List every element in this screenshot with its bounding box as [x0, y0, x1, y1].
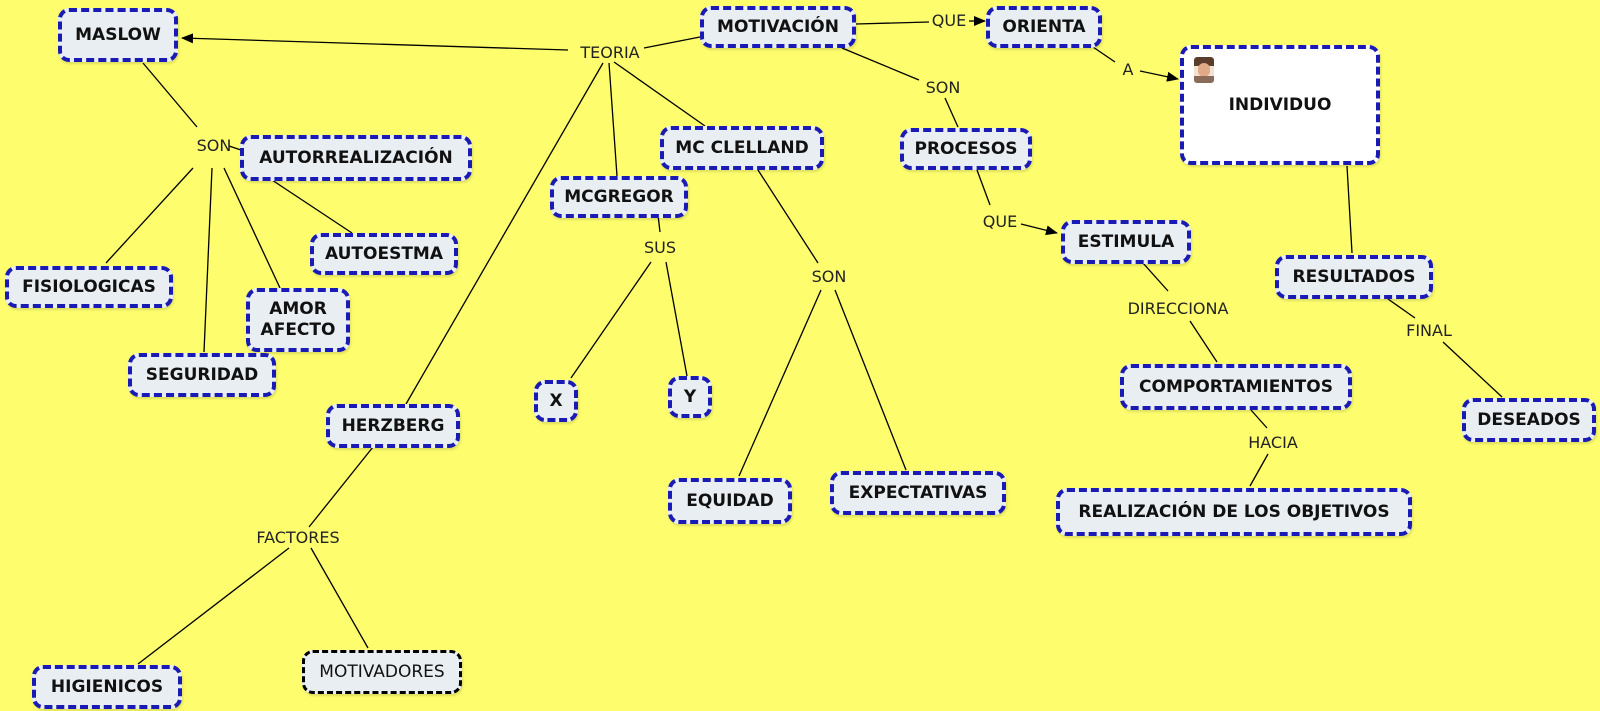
node-procesos[interactable]: PROCESOS	[900, 128, 1032, 170]
link-que-orienta: QUE	[931, 11, 967, 30]
edge-resultados-final	[1387, 298, 1416, 319]
edge-son-equidad	[738, 289, 822, 477]
node-individuo[interactable]: INDIVIDUO	[1180, 45, 1380, 165]
edge-son-procesos	[944, 97, 959, 128]
node-equidad[interactable]: EQUIDAD	[668, 478, 792, 524]
edge-teoria-mcclelland	[613, 61, 706, 127]
edge-final-deseados	[1442, 341, 1503, 398]
edge-a-individuo	[1139, 70, 1179, 82]
node-motivacion[interactable]: MOTIVACIÓN	[700, 6, 856, 48]
edge-son-seguridad	[203, 167, 213, 353]
edge-autorrealizacion-autoestma	[271, 179, 353, 234]
edge-sus-x	[570, 261, 652, 379]
node-comportamientos[interactable]: COMPORTAMIENTOS	[1120, 364, 1352, 410]
edge-son-fisiologicas	[105, 167, 194, 264]
node-seguridad[interactable]: SEGURIDAD	[128, 353, 276, 397]
edge-herzberg-factores	[308, 446, 374, 528]
node-orienta[interactable]: ORIENTA	[986, 6, 1102, 48]
edge-individuo-resultados	[1346, 165, 1353, 254]
edge-que-estimula	[1020, 223, 1058, 236]
edge-motivacion-teoria	[643, 36, 701, 49]
edge-mcclelland-son	[757, 169, 819, 264]
edge-comportamientos-hacia	[1250, 409, 1268, 429]
link-son-maslow: SON	[196, 136, 232, 155]
edge-teoria-herzberg	[405, 62, 604, 405]
link-hacia: HACIA	[1248, 433, 1298, 452]
link-son-motivacion: SON	[925, 78, 961, 97]
link-que-procesos: QUE	[982, 212, 1018, 231]
node-estimula[interactable]: ESTIMULA	[1061, 220, 1191, 264]
edge-maslow-son	[142, 62, 198, 128]
edge-direcciona-comportamientos	[1189, 320, 1218, 363]
node-deseados[interactable]: DESEADOS	[1462, 398, 1596, 442]
node-mcgregor[interactable]: MCGREGOR	[550, 176, 688, 218]
node-y[interactable]: Y	[668, 376, 712, 418]
node-expectativas[interactable]: EXPECTATIVAS	[830, 471, 1006, 515]
link-a: A	[1122, 60, 1134, 79]
edge-son-expectativas	[834, 289, 907, 471]
edge-estimula-direcciona	[1142, 262, 1169, 292]
edge-teoria-mcgregor	[608, 62, 618, 177]
link-factores: FACTORES	[256, 528, 340, 547]
edge-teoria-maslow	[181, 33, 569, 51]
node-amor-afecto[interactable]: AMOR AFECTO	[246, 288, 350, 352]
node-higienicos[interactable]: HIGIENICOS	[32, 665, 182, 709]
node-fisiologicas[interactable]: FISIOLOGICAS	[5, 266, 173, 308]
edge-sus-y	[665, 261, 688, 377]
node-individuo-label: INDIVIDUO	[1228, 94, 1332, 115]
link-sus: SUS	[643, 238, 677, 257]
edge-motivacion-que	[855, 21, 930, 25]
edge-son-autorrealizacion	[228, 145, 242, 151]
link-son-mcclelland: SON	[811, 267, 847, 286]
edge-son-amor	[223, 167, 281, 289]
link-teoria: TEORIA	[580, 43, 640, 62]
node-herzberg[interactable]: HERZBERG	[326, 404, 460, 448]
edge-motivacion-son	[841, 47, 920, 81]
edge-orienta-a	[1092, 46, 1116, 63]
node-autorrealizacion[interactable]: AUTORREALIZACIÓN	[240, 135, 472, 181]
edge-hacia-realizacion	[1249, 453, 1269, 487]
node-resultados[interactable]: RESULTADOS	[1275, 255, 1433, 299]
node-motivadores[interactable]: MOTIVADORES	[302, 650, 462, 694]
link-final: FINAL	[1406, 321, 1452, 340]
node-mc-clelland[interactable]: MC CLELLAND	[660, 126, 824, 170]
node-x[interactable]: X	[534, 380, 578, 422]
edge-factores-motivadores	[310, 547, 369, 649]
edge-procesos-que	[976, 169, 991, 206]
person-photo-icon	[1194, 57, 1214, 83]
link-direcciona: DIRECCIONA	[1127, 299, 1229, 318]
node-realizacion[interactable]: REALIZACIÓN DE LOS OBJETIVOS	[1056, 488, 1412, 536]
node-maslow[interactable]: MASLOW	[58, 8, 178, 62]
edge-factores-higienicos	[137, 547, 290, 665]
node-autoestma[interactable]: AUTOESTMA	[310, 233, 458, 275]
